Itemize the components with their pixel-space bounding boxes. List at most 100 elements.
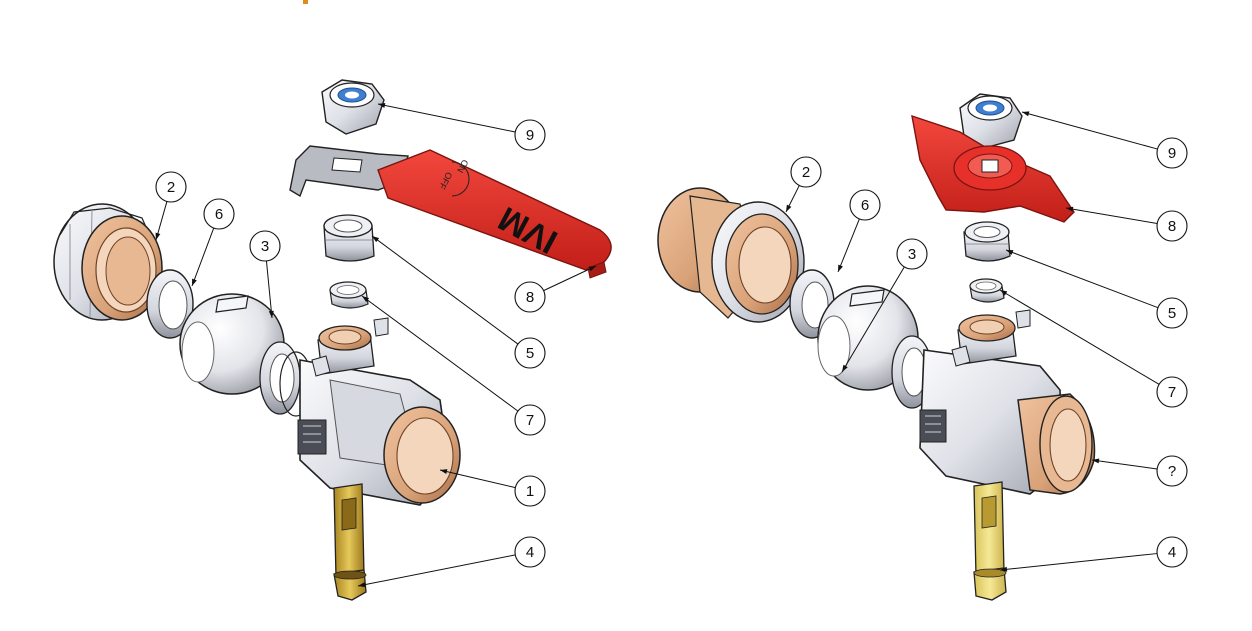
callout-leader-line — [191, 227, 215, 287]
left-lock-nut-part-9 — [321, 79, 385, 135]
right-valve — [657, 93, 1096, 601]
callout-number: 4 — [1168, 544, 1176, 561]
callout-leader-line — [1091, 459, 1158, 470]
callout-arrowhead — [372, 236, 380, 243]
callout-balloon — [896, 238, 928, 270]
callout-leader-line — [1005, 249, 1159, 309]
callout-arrowhead — [378, 102, 386, 108]
callout-number: 5 — [1168, 305, 1176, 322]
right-valve-callout-8: 8 — [1065, 206, 1188, 242]
left-valve-callout-9: 9 — [377, 102, 546, 151]
right-valve-callout-3: 3 — [841, 238, 928, 373]
callout-arrowhead — [1000, 290, 1008, 296]
right-stem-seal-part-5 — [963, 221, 1011, 262]
callout-leader-line — [837, 218, 860, 273]
callout-balloon — [849, 189, 881, 221]
callout-arrowhead — [1000, 566, 1008, 572]
left-gasket-part-6 — [146, 269, 194, 339]
callout-arrowhead — [1092, 458, 1100, 464]
right-butterfly-handle-part-8 — [911, 114, 1075, 223]
right-valve-callout-9: 9 — [1021, 111, 1188, 169]
callout-number: 4 — [526, 544, 534, 561]
callout-balloon — [1156, 455, 1188, 487]
callout-leader-line — [439, 469, 516, 489]
callout-number: 8 — [1168, 218, 1176, 235]
callout-arrowhead — [358, 582, 366, 588]
callout-leader-line — [377, 103, 516, 133]
callout-arrowhead — [1066, 206, 1074, 212]
right-union-nut-part-2 — [657, 187, 805, 323]
left-valve-callout-6: 6 — [191, 198, 235, 287]
callout-balloon — [1156, 376, 1188, 408]
left-union-nut-part-2 — [53, 203, 163, 321]
right-valve-body — [919, 309, 1096, 495]
left-valve-body-part-1 — [297, 317, 461, 506]
callout-number: 1 — [526, 483, 534, 500]
left-stem-seal-part-5 — [323, 214, 375, 262]
callout-arrowhead — [1022, 111, 1030, 117]
left-valve: MVI OFF ON — [53, 79, 612, 601]
callout-balloon — [1156, 536, 1188, 568]
callout-balloon — [1156, 297, 1188, 329]
left-valve-callout-1: 1 — [439, 469, 546, 507]
callout-arrowhead — [842, 364, 848, 372]
callout-leader-line — [841, 266, 905, 373]
callout-leader-line — [999, 289, 1160, 385]
callout-balloon — [249, 230, 281, 262]
callout-number: 3 — [261, 238, 269, 255]
callout-arrowhead — [838, 264, 843, 272]
callout-arrowhead — [786, 204, 792, 212]
callout-number: 5 — [526, 345, 534, 362]
left-valve-callout-8: 8 — [514, 265, 597, 313]
left-brass-insert-part-4 — [333, 483, 367, 601]
callout-arrowhead — [155, 232, 161, 240]
callout-arrowhead — [192, 278, 197, 286]
left-valve-callout-4: 4 — [357, 536, 546, 588]
callout-arrowhead — [1006, 250, 1014, 255]
right-valve-callout-4: 4 — [999, 536, 1188, 572]
callout-leader-line — [361, 295, 519, 412]
callout-balloon — [514, 281, 546, 313]
right-valve-callout-2: 2 — [785, 156, 822, 213]
callout-number: 7 — [526, 412, 534, 429]
right-valve-callout-7: 7 — [999, 289, 1188, 408]
callout-balloon — [1156, 210, 1188, 242]
callout-number: ? — [1168, 463, 1176, 480]
callout-number: 8 — [526, 289, 534, 306]
right-valve-callout-5: 5 — [1005, 249, 1188, 329]
left-valve-callout-5: 5 — [371, 235, 546, 369]
callout-balloon — [514, 337, 546, 369]
right-lock-nut-part-9 — [959, 93, 1023, 149]
callout-leader-line — [357, 554, 516, 587]
callout-number: 9 — [526, 127, 534, 144]
callouts: 1 2 3 4 5 6 7 8 9 2 6 3 9 8 5 7? 4 — [155, 102, 1188, 588]
callout-arrowhead — [588, 266, 596, 272]
left-valve-callout-3: 3 — [249, 230, 281, 319]
callout-balloon — [514, 475, 546, 507]
callout-number: 6 — [215, 206, 223, 223]
left-valve-callout-2: 2 — [155, 171, 187, 241]
right-valve-callout-unknown: ? — [1091, 455, 1188, 487]
left-ball-part-3 — [179, 293, 285, 395]
callout-balloon — [1156, 137, 1188, 169]
right-bushing-part-7 — [969, 278, 1005, 303]
callout-balloon — [514, 404, 546, 436]
callout-arrowhead — [268, 310, 274, 318]
callout-number: 3 — [908, 246, 916, 263]
callout-number: 2 — [802, 164, 810, 181]
left-valve-callout-7: 7 — [361, 295, 546, 436]
callout-leader-line — [371, 235, 519, 345]
callout-number: 7 — [1168, 384, 1176, 401]
callout-balloon — [155, 171, 187, 203]
callout-arrowhead — [440, 469, 448, 475]
top-accent-mark — [303, 0, 308, 4]
callout-leader-line — [1021, 111, 1158, 150]
callout-leader-line — [543, 265, 597, 292]
callout-balloon — [514, 119, 546, 151]
right-valve-callout-6: 6 — [837, 189, 881, 273]
right-brass-insert-part-4 — [973, 481, 1007, 601]
left-lever-handle-part-8: MVI OFF ON — [289, 145, 612, 279]
callout-arrowhead — [362, 296, 370, 303]
callout-number: 2 — [167, 179, 175, 196]
